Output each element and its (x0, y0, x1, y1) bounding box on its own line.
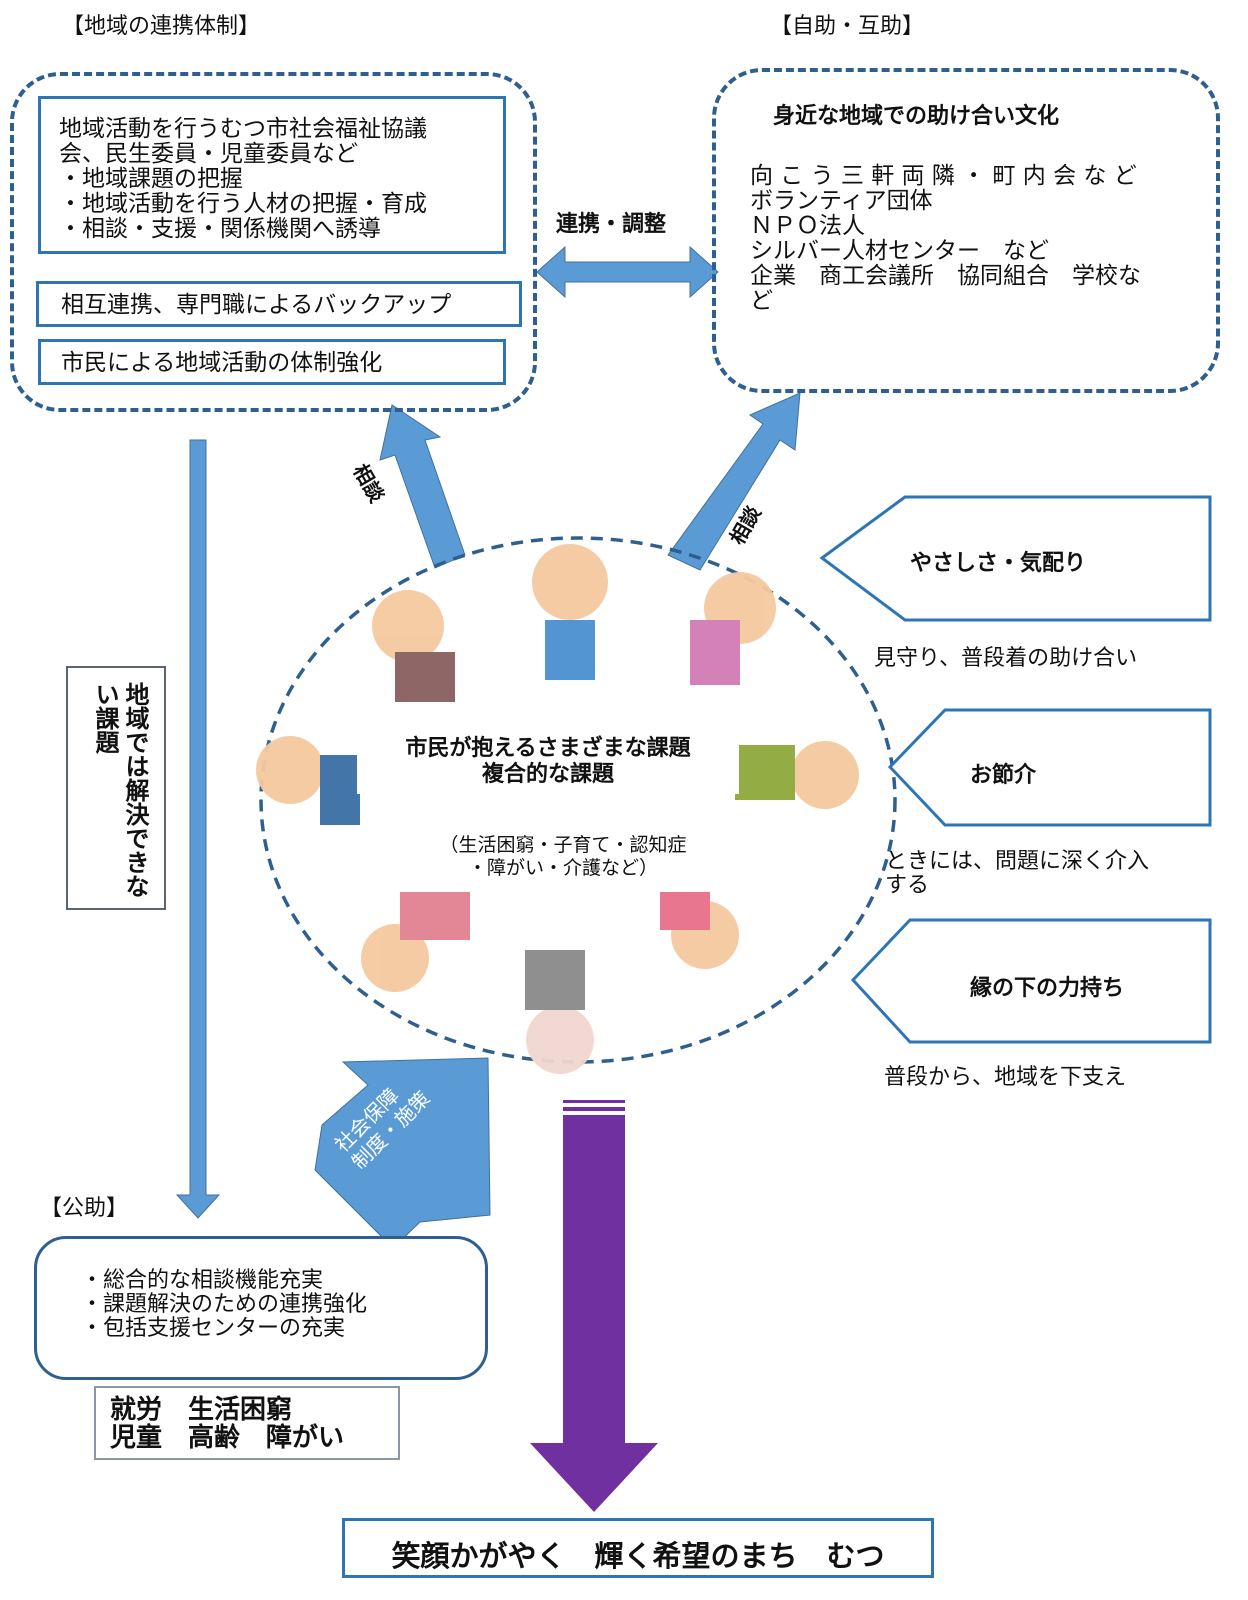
local-organizations-box: 地域活動を行うむつ市社会福祉協議 会、民生委員・児童委員など ・地域課題の把握 … (38, 96, 506, 254)
slogan-box: 笑顔かがやく 輝く希望のまち むつ (342, 1518, 934, 1578)
backup-text: 相互連携、専門職によるバックアップ (61, 292, 452, 318)
slogan-text: 笑顔かがやく 輝く希望のまち むつ (391, 1539, 885, 1573)
heading-self-mutual-help: 【自助・互助】 (770, 14, 925, 39)
strengthen-text: 市民による地域活動の体制強化 (61, 350, 383, 376)
unsolvable-issues-box: 地域では解決できない課題 (66, 666, 166, 910)
public-help-text: ・総合的な相談機能充実 ・課題解決のための連携強化 ・包括支援センターの充実 (81, 1268, 368, 1341)
kindness-note: 見守り、普段着の助け合い (874, 646, 1138, 671)
consult-arrow-left (379, 404, 466, 569)
center-title-line2: 複合的な課題 (481, 762, 614, 787)
unsolvable-issues-text: 地域では解決できない課題 (91, 682, 149, 898)
center-title-line1: 市民が抱えるさまざまな課題 (405, 736, 691, 761)
pentagon-support (850, 918, 1212, 1044)
meddling-note: ときには、問題に深く介入 する (885, 849, 1150, 898)
purple-down-arrow (530, 1100, 658, 1512)
public-help-box: ・総合的な相談機能充実 ・課題解決のための連携強化 ・包括支援センターの充実 (34, 1236, 488, 1380)
issues-circle (259, 536, 897, 1064)
center-sub-panel (400, 812, 726, 892)
local-organizations-text: 地域活動を行うむつ市社会福祉協議 会、民生委員・児童委員など ・地域課題の把握 … (59, 116, 427, 242)
strengthen-box: 市民による地域活動の体制強化 (38, 339, 506, 385)
coordination-label: 連携・調整 (556, 212, 667, 237)
local-cooperation-box (10, 72, 537, 412)
support-label: 縁の下の力持ち (970, 976, 1125, 1001)
mutual-help-groups-text: 向 こ う 三 軒 両 隣 ・ 町 内 会 な ど ボランティア団体 ＮＰＯ法人… (750, 163, 1141, 314)
backup-box: 相互連携、専門職によるバックアップ (36, 281, 522, 327)
center-sub-line2: ・障がい・介護など） (467, 857, 658, 879)
coordination-double-arrow (536, 245, 719, 299)
service-fields-text: 就労 生活困窮 児童 高齢 障がい (110, 1395, 345, 1453)
center-title-panel (357, 722, 739, 794)
service-fields-box: 就労 生活困窮 児童 高齢 障がい (94, 1386, 400, 1460)
consult-arrow-right (667, 392, 801, 571)
mutual-help-culture-title: 身近な地域での助け合い文化 (773, 104, 1060, 129)
support-note: 普段から、地域を下支え (884, 1065, 1127, 1090)
unsolvable-down-arrow (175, 439, 221, 1219)
heading-local-cooperation: 【地域の連携体制】 (62, 14, 261, 39)
self-mutual-help-box (712, 68, 1220, 393)
center-sub-line1: （生活困窮・子育て・認知症 (439, 834, 687, 856)
pentagon-kindness (819, 495, 1212, 622)
heading-public-help: 【公助】 (40, 1196, 129, 1221)
pentagon-meddling (887, 708, 1212, 827)
people-ring-illustration (256, 544, 859, 1074)
meddling-label: お節介 (970, 763, 1037, 788)
kindness-label: やさしさ・気配り (910, 551, 1087, 576)
